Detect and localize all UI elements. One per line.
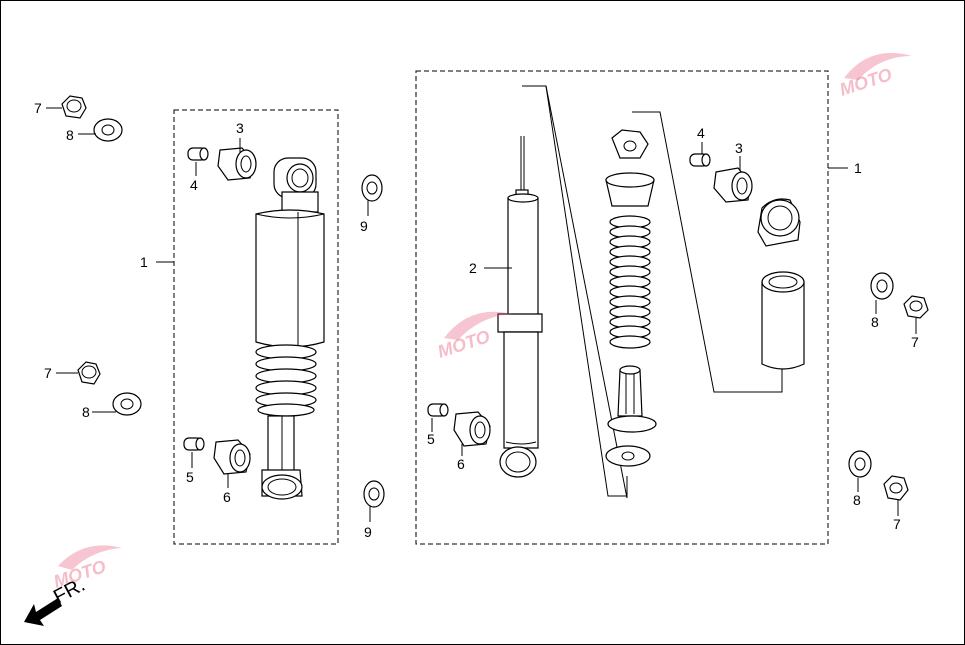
spring-coil [609,215,651,349]
washer-top-left [93,118,123,142]
callout-left-assembly: 1 [140,254,148,270]
right-bushing-bottom [453,411,491,447]
center-washer-lower [363,480,385,508]
washer-mid-left [112,392,142,416]
watermark-swoosh-icon [844,52,912,80]
damper-unit [497,136,543,478]
front-arrow-icon [24,598,62,626]
top-nut [611,129,649,159]
callout-damper: 2 [469,260,477,276]
spring-seat [605,172,655,207]
callout-collar-top-left: 4 [190,177,198,193]
left-shock-spring [255,344,317,417]
callout-nut-mid-left: 7 [44,365,52,381]
watermark-top-right: MOTO [837,52,912,100]
leader-lines [46,107,917,522]
right-bushing-top [713,167,753,203]
callout-washer-top-left: 8 [66,127,74,143]
callout-bushing-top-left: 3 [236,120,244,136]
left-bushing-bottom [213,439,251,475]
watermark-swoosh-icon [58,545,122,570]
cover-tube [761,271,805,370]
callout-nut-upper-right: 7 [911,334,919,350]
upper-eye-mount [757,198,801,247]
callout-washer-lower-right: 8 [853,492,861,508]
nut-upper-right [903,295,929,319]
right-collar-top [689,153,711,167]
callout-nut-top-left: 7 [34,100,42,116]
right-assembly-box [415,70,829,545]
callout-right-assembly: 1 [854,160,862,176]
callout-bushing-bottom-right: 6 [457,456,465,472]
column-cover-leader [632,111,783,393]
callout-bushing-bottom-left: 6 [223,489,231,505]
left-collar-bottom [183,437,205,451]
callout-collar-top-right: 4 [697,125,705,141]
watermark-bottom-left: MOTO [51,545,122,592]
callout-washer-lower-center: 9 [364,524,372,540]
bump-stopper [607,365,657,433]
callout-numbers: 7 8 1 3 4 9 7 8 5 6 9 2 4 3 1 8 7 5 6 8 … [34,100,919,540]
callout-washer-mid-left: 8 [82,404,90,420]
nut-lower-right [883,475,909,501]
center-washer-upper [361,174,383,202]
callout-collar-bottom-left: 5 [186,469,194,485]
washer-lower-right [848,450,872,478]
right-collar-bottom [427,403,449,417]
nut-mid-left [77,361,101,385]
callout-nut-lower-right: 7 [893,516,901,532]
callout-bushing-top-right: 3 [735,140,743,156]
left-bushing-top [217,147,257,181]
damper-spring-leader [522,85,628,499]
left-assembly-box [173,109,339,545]
washer-upper-right [870,272,894,300]
callout-washer-upper-center: 9 [360,218,368,234]
callout-washer-upper-right: 8 [871,314,879,330]
callout-collar-bottom-right: 5 [427,431,435,447]
nut-top-left [61,95,87,119]
left-shock-absorber [255,157,325,500]
left-collar-top [187,147,209,161]
column-washer [605,445,651,467]
watermark-swoosh-icon [444,311,512,340]
